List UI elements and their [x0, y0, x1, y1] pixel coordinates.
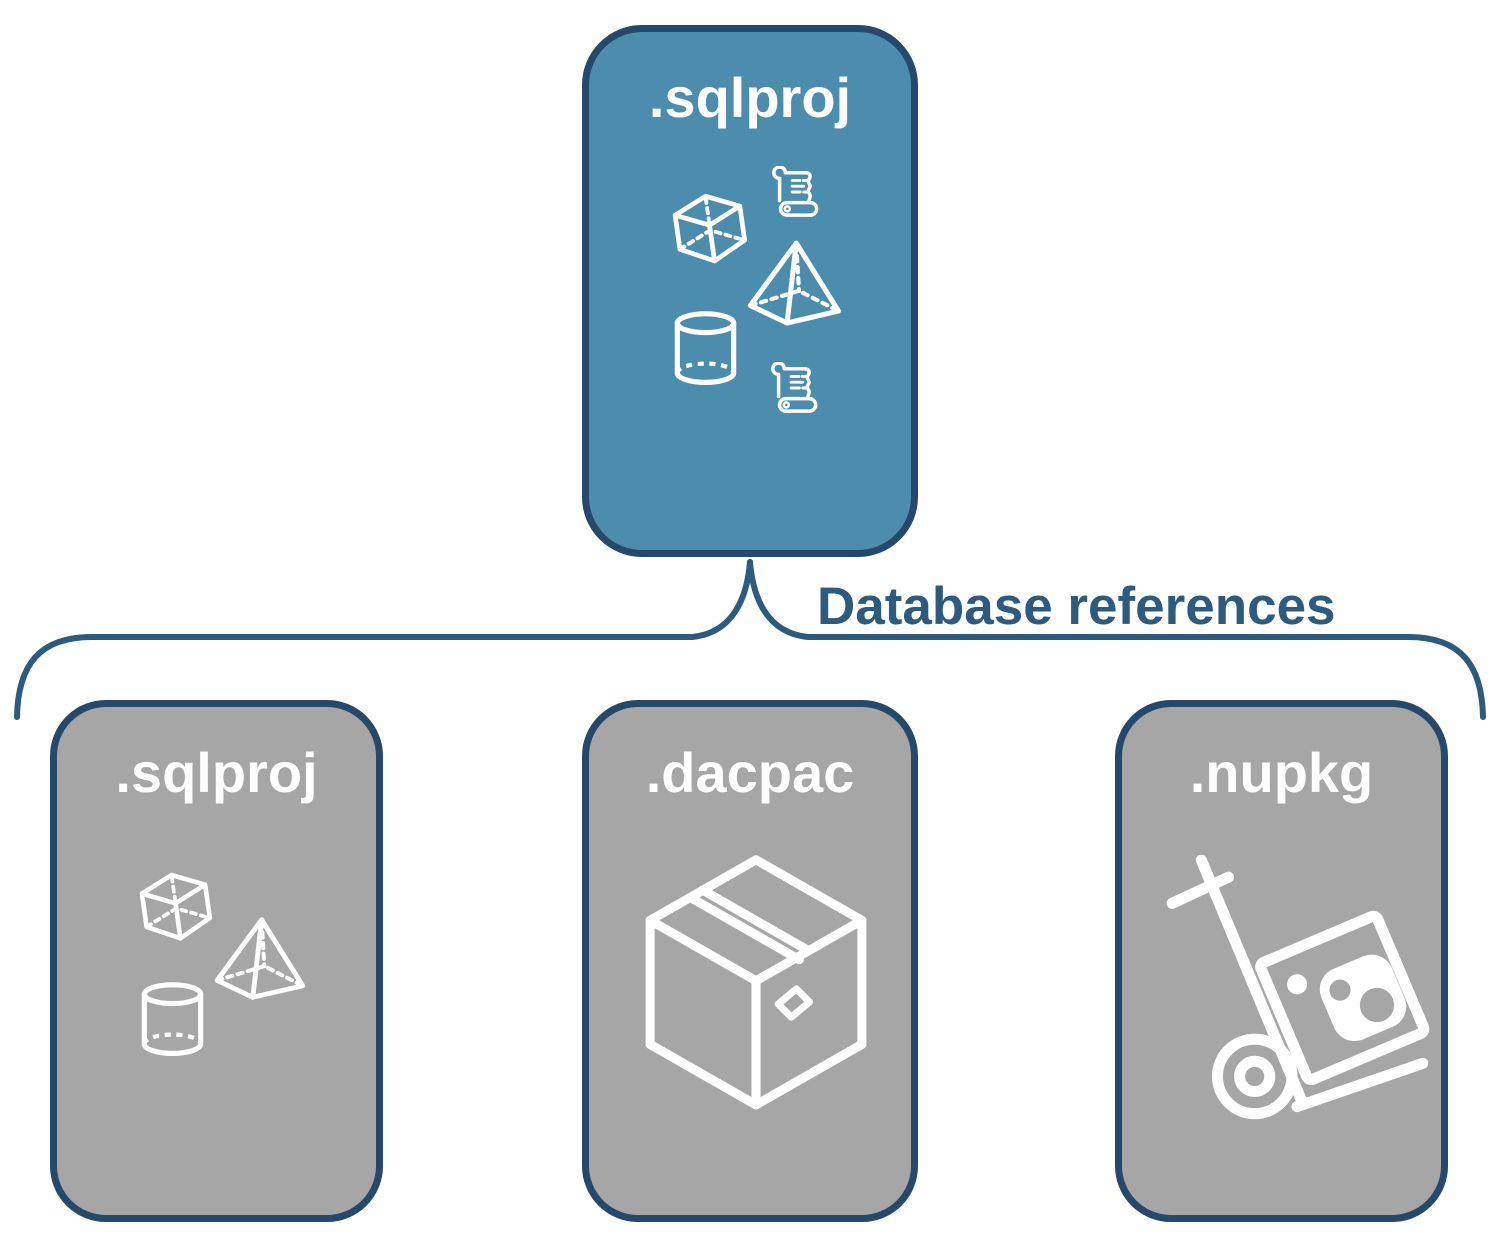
- brace-connector: [14, 559, 1486, 720]
- hand-truck-nuget-package-icon: [1166, 855, 1438, 1165]
- connector-label: Database references: [817, 577, 1336, 636]
- root-node-sqlproj: .sqlproj: [582, 25, 918, 557]
- child-node-sqlproj: .sqlproj: [50, 700, 383, 1222]
- pyramid-icon: [743, 237, 844, 330]
- scroll-icon: [767, 362, 821, 414]
- child-node-label: .dacpac: [645, 741, 855, 804]
- cube-icon: [667, 188, 753, 276]
- child-node-dacpac: .dacpac: [582, 700, 918, 1222]
- scroll-icon: [768, 166, 822, 218]
- package-box-icon: [635, 840, 877, 1158]
- cube-icon: [133, 868, 219, 952]
- root-node-label: .sqlproj: [648, 66, 852, 129]
- cylinder-icon: [138, 982, 207, 1059]
- child-node-nupkg: .nupkg: [1115, 700, 1448, 1222]
- child-node-label: .nupkg: [1189, 741, 1374, 804]
- child-node-label: .sqlproj: [115, 741, 318, 804]
- pyramid-icon: [210, 913, 308, 1005]
- cylinder-icon: [671, 311, 740, 388]
